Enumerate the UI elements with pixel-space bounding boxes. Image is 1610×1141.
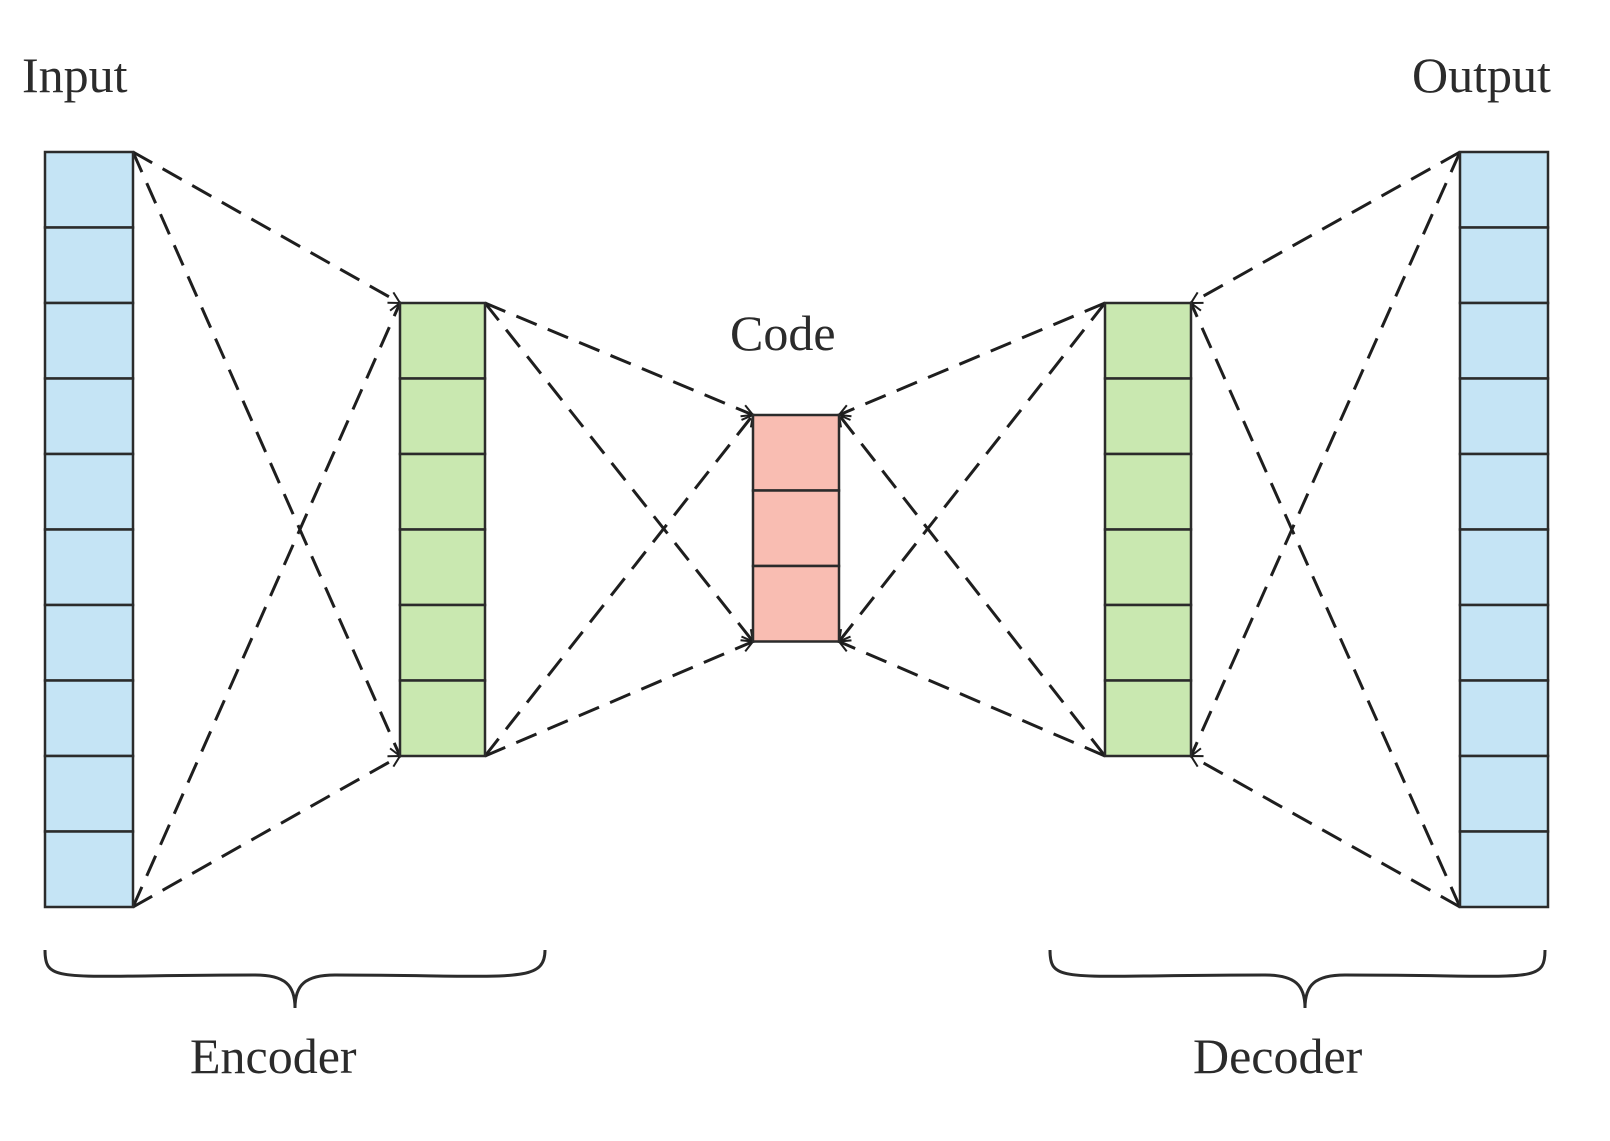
- decoder-label: Decoder: [1193, 1028, 1363, 1084]
- connection-code-to-decoder: [839, 642, 1106, 758]
- encoder-hidden-layer: [398, 301, 487, 758]
- decoder-hidden-unit: [1103, 377, 1193, 456]
- input-layer: [43, 150, 135, 909]
- input-unit: [43, 679, 135, 758]
- connection-code-to-decoder: [839, 301, 1106, 415]
- encoder-hidden-unit: [398, 603, 487, 682]
- code-unit: [751, 413, 841, 492]
- encoder-hidden-unit: [398, 679, 487, 758]
- encoder-hidden-unit: [398, 377, 487, 456]
- connection-code-to-decoder: [839, 302, 1107, 642]
- encoder-brace: [43, 949, 547, 1009]
- encoder-hidden-unit: [398, 452, 487, 531]
- connection-input-to-encoder: [132, 754, 400, 909]
- decoder-brace: [1048, 949, 1547, 1009]
- output-unit: [1458, 679, 1550, 758]
- output-unit: [1458, 150, 1550, 229]
- code-unit: [751, 489, 841, 568]
- input-unit: [43, 301, 135, 380]
- output-label: Output: [1412, 47, 1551, 103]
- decoder-hidden-layer: [1103, 301, 1193, 758]
- connection-lines: [131, 150, 1462, 909]
- code-unit: [751, 564, 841, 643]
- input-unit: [43, 150, 135, 229]
- encoder-hidden-unit: [398, 301, 487, 380]
- connection-encoder-to-code: [484, 301, 753, 415]
- connection-decoder-to-output: [1191, 754, 1461, 909]
- connection-decoder-to-output: [1191, 303, 1462, 908]
- decoder-hidden-unit: [1103, 603, 1193, 682]
- output-unit: [1458, 226, 1550, 305]
- output-unit: [1458, 830, 1550, 909]
- code-layer: [751, 413, 841, 643]
- output-layer: [1458, 150, 1550, 909]
- input-label: Input: [22, 47, 128, 103]
- code-label: Code: [730, 305, 836, 361]
- output-unit: [1458, 754, 1550, 833]
- decoder-hidden-unit: [1103, 679, 1193, 758]
- connection-encoder-to-code: [483, 415, 753, 757]
- decoder-hidden-unit: [1103, 301, 1193, 380]
- connection-encoder-to-code: [483, 302, 753, 642]
- connection-input-to-encoder: [132, 150, 400, 305]
- input-unit: [43, 452, 135, 531]
- connection-encoder-to-code: [484, 642, 753, 758]
- connection-input-to-encoder: [131, 151, 400, 756]
- connection-decoder-to-output: [1191, 151, 1462, 756]
- output-unit: [1458, 377, 1550, 456]
- output-unit: [1458, 301, 1550, 380]
- decoder-hidden-unit: [1103, 452, 1193, 531]
- input-unit: [43, 754, 135, 833]
- encoder-label: Encoder: [190, 1028, 357, 1084]
- connection-decoder-to-output: [1191, 150, 1461, 305]
- connection-input-to-encoder: [131, 303, 400, 908]
- output-unit: [1458, 603, 1550, 682]
- output-unit: [1458, 528, 1550, 607]
- input-unit: [43, 830, 135, 909]
- output-unit: [1458, 452, 1550, 531]
- encoder-hidden-unit: [398, 528, 487, 607]
- input-unit: [43, 603, 135, 682]
- decoder-hidden-unit: [1103, 528, 1193, 607]
- input-unit: [43, 226, 135, 305]
- input-unit: [43, 528, 135, 607]
- connection-code-to-decoder: [839, 415, 1107, 757]
- input-unit: [43, 377, 135, 456]
